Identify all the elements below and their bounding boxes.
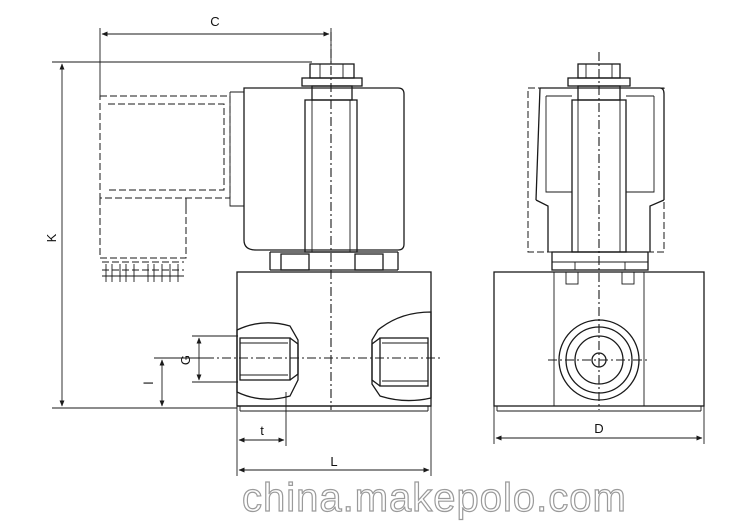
dim-label-G: G bbox=[178, 355, 193, 365]
terminal-strip bbox=[102, 261, 184, 282]
connector-plug bbox=[99, 95, 231, 199]
dimension-G bbox=[192, 335, 238, 383]
dim-label-C: C bbox=[210, 14, 219, 29]
dim-label-t: t bbox=[260, 423, 264, 438]
dimension-t bbox=[236, 392, 287, 446]
dim-label-l: l bbox=[141, 381, 156, 384]
dim-label-L: L bbox=[330, 454, 337, 469]
dimension-L bbox=[236, 406, 432, 476]
dim-label-K: K bbox=[44, 233, 59, 242]
coil-housing bbox=[243, 87, 405, 251]
left-port-section bbox=[236, 322, 299, 400]
dimension-D bbox=[493, 406, 705, 444]
watermark-text: china.makepolo.com bbox=[242, 476, 627, 520]
side-view bbox=[493, 52, 705, 412]
dim-label-D: D bbox=[594, 421, 603, 436]
front-view bbox=[99, 32, 440, 412]
right-port-section bbox=[371, 311, 432, 402]
dimension-K bbox=[52, 61, 312, 409]
dimension-l bbox=[154, 357, 205, 407]
top-nut bbox=[309, 63, 355, 79]
